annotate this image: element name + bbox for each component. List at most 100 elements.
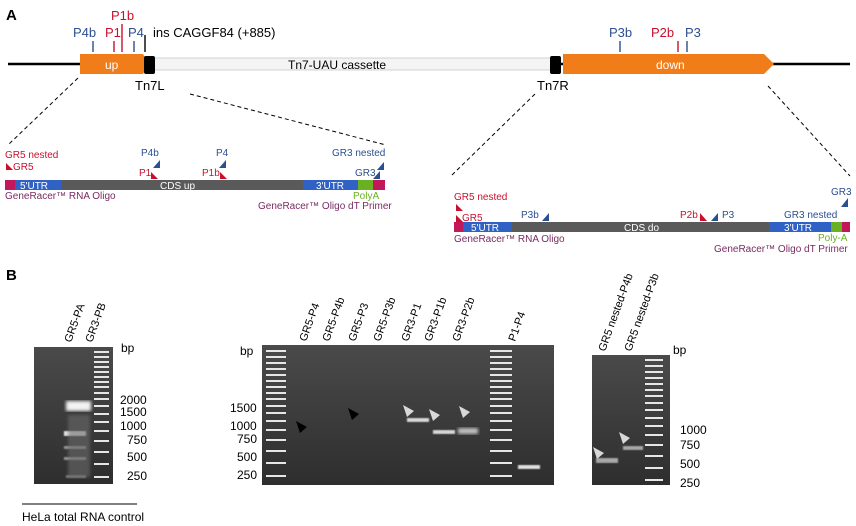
gel1-ladder-band [94,398,109,400]
gel2-ladder-left-band [266,462,286,464]
left-p1-label: P1 [139,168,152,179]
gel2-ladder-right-band [490,429,512,431]
gel2-ladder-right-band [490,398,512,400]
gel3-ladder-band [645,455,663,457]
gel1-smear [68,415,90,477]
gel2-lane-label-6: GR3-P1b [423,296,450,343]
gel3-bp-label: bp [673,343,687,357]
gel3-band-2 [623,446,643,450]
left-odt-label: GeneRacer™ Oligo dT Primer [258,201,392,212]
primer-p1b-label: P1b [111,8,134,23]
gel2-band-gr3-p1 [407,418,429,422]
gel1-ladder-1000: 1000 [120,419,147,433]
gel1-ladder-band [94,392,109,394]
tn7r-label: Tn7R [537,78,569,93]
gel2-black-arrow-1 [296,421,307,433]
gel1-band-e [66,401,91,411]
left-rna-oligo-label: GeneRacer™ RNA Oligo [5,191,116,202]
gel1-ladder-band [94,421,109,423]
gel2-ladder-left-band [266,386,286,388]
right-polya-label: Poly-A [818,233,848,244]
gel1-ladder-2000: 2000 [120,393,147,407]
gel2-ladder-right-band [490,350,512,352]
gel2-band-gr3-p1b [433,430,455,434]
gel1-lane-label-2: GR3-PB [84,301,109,344]
primer-p1-label: P1 [105,25,121,40]
gel2-white-arrow-3 [459,406,470,418]
gel2-ladder-right-band [490,450,512,452]
panel-letter-a: A [6,7,17,24]
right-3utr-label: 3'UTR [784,223,812,234]
left-p4b-arrow [153,160,160,168]
gel2-lane-label-1: GR5-P4 [298,302,323,343]
gel3-ladder-250: 250 [680,476,700,490]
gel3-ladder-band [645,479,663,481]
primer-p4b-label: P4b [73,25,96,40]
gel2-ladder-left-band [266,420,286,422]
gel3-band-1 [596,458,618,463]
right-p2b-arrow [700,213,707,221]
gel2-ladder-left-band [266,362,286,364]
gel1-ladder-band [94,463,109,465]
gel2-ladder-750: 750 [237,432,257,446]
left-gr5-nested-label: GR5 nested [5,150,58,161]
right-gr5-nested-label: GR5 nested [454,192,507,203]
up-label: up [105,58,119,72]
gel3-ladder-band [645,425,663,427]
gel2-black-arrow-2 [348,408,359,420]
gel2-lane-label-8: P1-P4 [507,310,529,343]
gel2-ladder-right-band [490,380,512,382]
right-odt-box [842,222,850,232]
left-5utr-box [15,180,61,190]
gel1-caption: HeLa total RNA control [22,510,144,524]
left-5utr-label: 5'UTR [20,181,48,192]
gel2-ladder-right-band [490,374,512,376]
left-rna-oligo-box [5,180,15,190]
left-cds-label: CDS up [160,181,195,192]
left-gr3-nested-label: GR3 nested [332,148,385,159]
gel2-ladder-left-band [266,374,286,376]
up-arrow [80,54,149,74]
cassette-label: Tn7-UAU cassette [288,58,386,72]
gel2-lane-label-7: GR3-P2b [451,296,478,343]
gel2-ladder-left-band [266,450,286,452]
gel2-ladder-1500: 1500 [230,401,257,415]
primer-p3-label: P3 [685,25,701,40]
gel2-lane-label-5: GR3-P1 [400,302,425,343]
left-gr3-arrow [373,171,380,179]
gel1-ladder-band [94,413,109,415]
left-p1b-arrow [220,172,227,179]
gel2-ladder-right-band [490,368,512,370]
gel2-band-gr3-p2b [458,428,478,434]
gel2-bp-label: bp [240,344,254,358]
gel2-lane-label-4: GR5-P3b [372,296,399,343]
right-polya-box [831,222,842,232]
gel1-ladder-500: 500 [127,450,147,464]
gel1-ladder-750: 750 [127,433,147,447]
gel2-lane-label-2: GR5-P4b [321,296,348,343]
tn7r-block [550,56,561,74]
left-polya-box [358,180,373,190]
gel2-ladder-right-band [490,392,512,394]
gel1-ladder-band [94,381,109,383]
gel2-ladder-left-band [266,350,286,352]
gel2-ladder-left-band [266,439,286,441]
gel-3: GR5 nested-P4b GR5 nested-P3b bp 1000 75… [592,272,707,490]
gel3-ladder-750: 750 [680,438,700,452]
gel1-bp-label: bp [121,341,135,355]
gel1-ladder-band [94,366,109,368]
left-3utr-label: 3'UTR [316,181,344,192]
right-detail: GR3 GR5 nested GR5 P3b P2b P3 GR3 nested… [454,187,852,255]
right-gr5-nested-arrow [456,204,463,211]
left-gr5-label: GR5 [13,162,34,173]
left-3utr-box [303,180,358,190]
gel3-ladder [645,359,663,481]
insertion-label: ins CAGGF84 (+885) [153,25,275,40]
gel3-image [592,355,670,485]
gel2-ladder-right-band [490,462,512,464]
primer-p2b-label: P2b [651,25,674,40]
gel3-ladder-band [645,467,663,469]
gel2-ladder-1000: 1000 [230,419,257,433]
gel2-ladder-left-band [266,429,286,431]
gel1-ladder-band [94,371,109,373]
